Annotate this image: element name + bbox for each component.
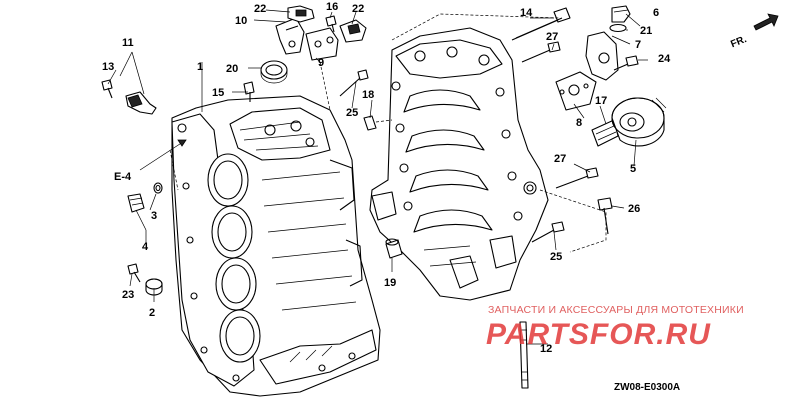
diagram-code: ZW08-E0300A: [614, 382, 681, 393]
callout-21: 21: [640, 25, 652, 37]
part-6-plug: [611, 5, 631, 23]
watermark-logo: PARTSFOR.RU: [486, 318, 711, 351]
callout-25-top: 25: [346, 107, 358, 119]
part-21-oring: [609, 23, 627, 33]
front-direction-indicator: FR.: [729, 13, 779, 50]
callout-26: 26: [628, 203, 640, 215]
front-direction-label: FR.: [729, 34, 748, 50]
watermark-tagline: ЗАПЧАСТИ И АКСЕССУАРЫ ДЛЯ МОТОТЕХНИКИ: [488, 304, 744, 316]
part-27-bolt-top: [521, 41, 561, 63]
callout-25-bottom: 25: [550, 251, 562, 263]
part-4-fitting: [127, 193, 145, 213]
part-25-bolt-top: [339, 69, 369, 97]
callout-22-right: 22: [352, 3, 364, 15]
part-10-bracket: [275, 17, 305, 55]
callout-13: 13: [102, 61, 114, 73]
callout-27-mid: 27: [554, 153, 566, 165]
callout-19: 19: [384, 277, 396, 289]
callout-17: 17: [595, 95, 607, 107]
callout-20: 20: [226, 63, 238, 75]
callout-11: 11: [122, 37, 134, 49]
front-direction-arrow-icon: [753, 13, 779, 31]
callout-5: 5: [630, 163, 636, 175]
part-23-bolt: [127, 263, 141, 283]
part-18-dowel: [363, 115, 377, 131]
callout-10: 10: [235, 15, 247, 27]
callout-16: 16: [326, 1, 338, 13]
part-27-bolt-mid: [555, 167, 599, 189]
part-19-dowel: [385, 238, 403, 259]
callout-12: 12: [540, 343, 552, 355]
callout-9: 9: [318, 57, 324, 69]
crankcase: [369, 27, 549, 301]
part-12-stud: [519, 321, 529, 389]
callout-23: 23: [122, 289, 134, 301]
callout-22-left: 22: [254, 3, 266, 15]
callout-3: 3: [151, 210, 157, 222]
cylinder-block: [171, 95, 381, 397]
callout-1: 1: [197, 61, 203, 73]
part-7-housing: [585, 31, 619, 81]
part-11-sensor: [125, 91, 157, 115]
part-8-gasket: [555, 71, 597, 111]
callout-18: 18: [362, 89, 374, 101]
callouts: 1 2 3 4 5 6 7 8 9 10 11 12 13 14 15 16 1…: [102, 1, 671, 355]
part-9-plate: [305, 27, 339, 61]
callout-7: 7: [635, 39, 641, 51]
reference-label-e4: E-4: [114, 171, 132, 183]
part-13-bolt: [101, 79, 113, 99]
callout-15: 15: [212, 87, 224, 99]
part-26-bolt: [597, 197, 613, 235]
callout-2: 2: [149, 307, 155, 319]
callout-27-top: 27: [546, 31, 558, 43]
callout-8: 8: [576, 117, 582, 129]
part-22-fitting-right: [339, 19, 367, 43]
callout-4: 4: [142, 241, 149, 253]
part-14-bolt: [511, 7, 571, 41]
part-16-bolt: [325, 15, 337, 33]
part-24-bolt: [613, 55, 639, 71]
part-5-oil-filter: [611, 97, 667, 147]
part-20-seal: [260, 60, 288, 84]
cylinder-bores: [207, 153, 261, 363]
part-15-bolt: [243, 81, 255, 102]
part-22-fitting-left: [287, 5, 315, 23]
callout-24: 24: [658, 53, 671, 65]
leader-lines: [107, 9, 648, 345]
callout-14: 14: [520, 7, 533, 19]
callout-6: 6: [653, 7, 659, 19]
part-25-bolt-bottom: [531, 221, 565, 243]
part-3-washer: [153, 182, 163, 194]
